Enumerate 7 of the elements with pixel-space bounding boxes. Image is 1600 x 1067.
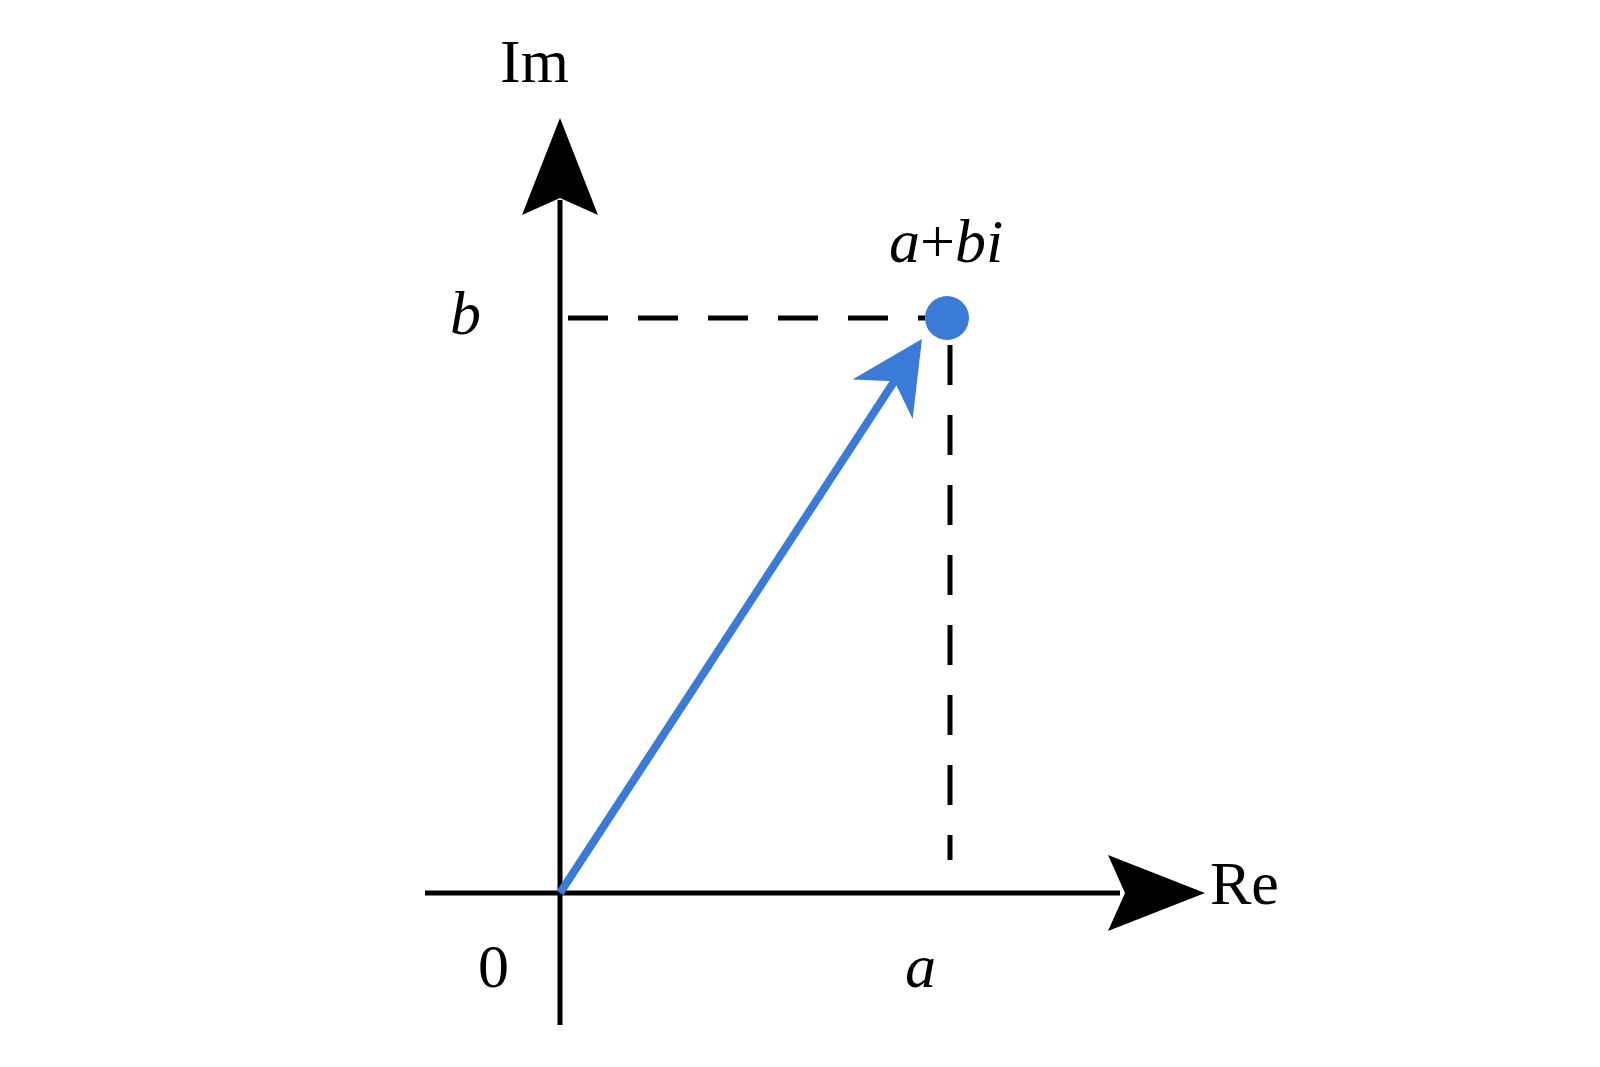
axis-label: Im bbox=[500, 30, 569, 92]
origin-label: 0 bbox=[478, 935, 509, 997]
tick-label: a bbox=[905, 935, 936, 997]
tick-label: b bbox=[450, 282, 481, 344]
point-label: a+bi bbox=[889, 210, 1004, 272]
vector-arrow bbox=[556, 338, 922, 896]
axis-label: Re bbox=[1210, 852, 1279, 914]
